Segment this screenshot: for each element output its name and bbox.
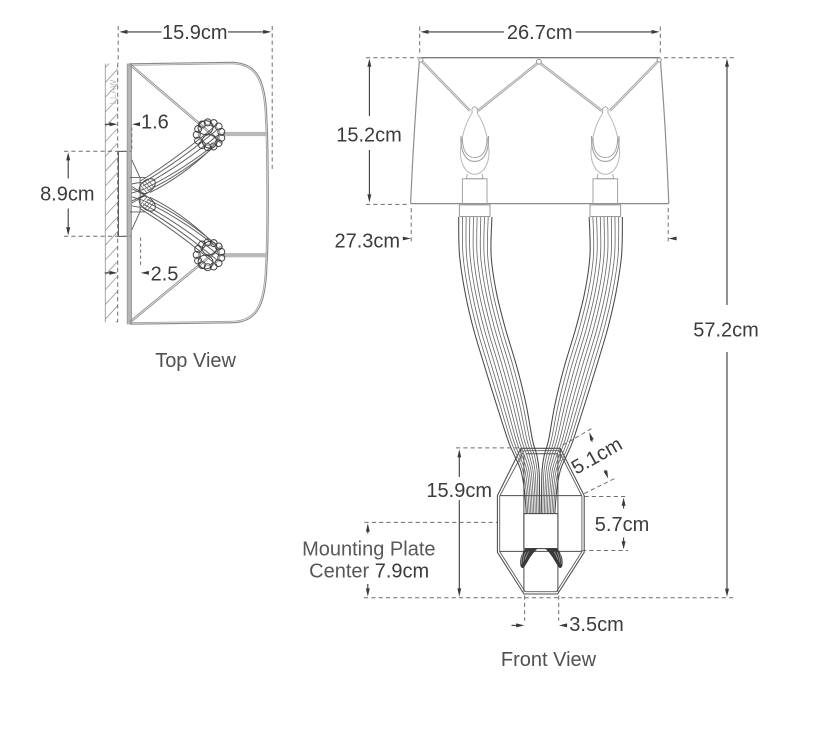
svg-text:2.5: 2.5 xyxy=(151,263,179,285)
svg-text:1.6: 1.6 xyxy=(141,112,169,134)
svg-text:26.7cm: 26.7cm xyxy=(507,22,573,44)
svg-text:15.2cm: 15.2cm xyxy=(336,124,402,146)
svg-text:15.9cm: 15.9cm xyxy=(162,22,228,44)
svg-text:Mounting Plate: Mounting Plate xyxy=(302,539,435,561)
svg-text:LLAW: LLAW xyxy=(108,79,118,105)
svg-text:15.9cm: 15.9cm xyxy=(426,480,492,502)
svg-text:27.3cm: 27.3cm xyxy=(335,230,401,252)
svg-text:57.2cm: 57.2cm xyxy=(693,320,759,342)
svg-text:Front View: Front View xyxy=(501,649,597,671)
svg-text:5.7cm: 5.7cm xyxy=(595,514,649,536)
svg-text:Top View: Top View xyxy=(155,350,236,372)
svg-text:Center 7.9cm: Center 7.9cm xyxy=(309,560,429,582)
svg-text:3.5cm: 3.5cm xyxy=(569,614,623,636)
svg-text:8.9cm: 8.9cm xyxy=(40,184,94,206)
